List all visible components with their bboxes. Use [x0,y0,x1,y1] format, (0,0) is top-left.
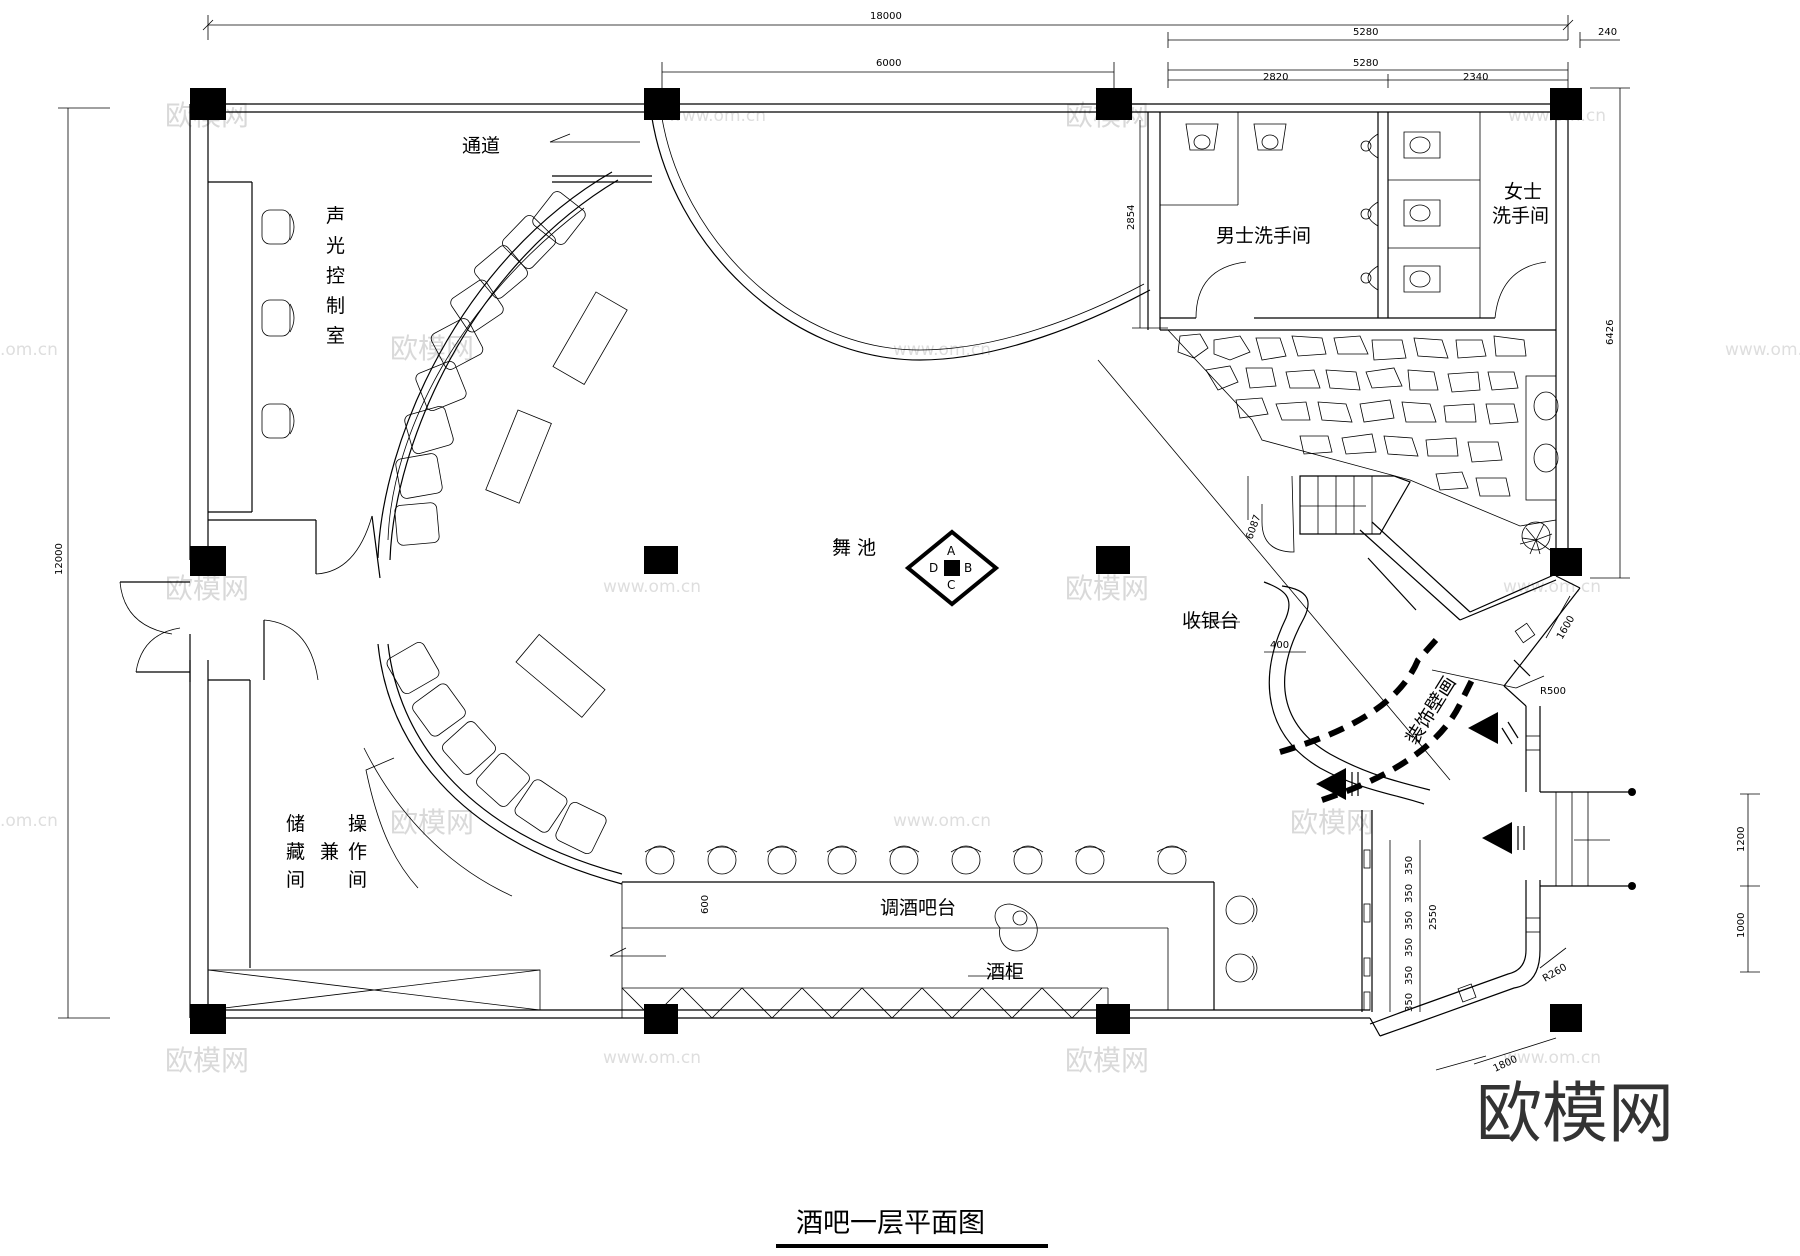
curved-seating-upper [377,171,628,561]
label-dance-floor: 舞 池 [832,537,876,559]
compass-a: A [947,544,956,558]
brand-logo: 欧模网 [1476,1075,1674,1152]
dance-arc-inner [661,117,1145,351]
watermark-url: www.om.cn [893,340,991,360]
label-wine-cabinet: 酒柜 [986,961,1024,983]
label-bar-counter: 调酒吧台 [880,897,956,919]
label-storage: 储 [286,813,305,835]
columns [190,88,1582,1034]
watermark-url: www.om.cn [668,106,766,126]
entrance-area [1190,521,1636,1071]
dim-womens-width: 2340 [1463,72,1488,83]
dimension-lines [58,15,1760,1019]
dim-right-block-2: 5280 [1353,58,1378,69]
dim-wc-height: 2854 [1126,205,1137,230]
watermarks: 欧模网 欧模网 欧模网 欧模网 欧模网 欧模网 欧模网 欧模网 欧模网 www.… [0,99,1800,1077]
bar-stools [644,845,1258,983]
dim-total-width: 18000 [870,11,902,22]
dim-middle-span: 6000 [876,58,901,69]
dim-entry: 1600 [1555,614,1577,642]
wash-basins [1525,375,1559,501]
dim-radius-500: R500 [1540,686,1566,697]
watermark: 欧模网 [165,572,249,605]
watermark: 欧模网 [390,332,474,365]
watermark-url: .om.cn [0,811,58,831]
label-control-room: 控 [326,265,345,287]
control-room-chairs [261,209,295,439]
label-storage: 间 [286,869,305,891]
dim-seg: 350 [1404,993,1415,1012]
room-labels: 通道 声 光 控 制 室 男士洗手间 女士 洗手间 舞 池 收银台 装饰壁画 储… [286,135,1549,983]
dim-diagonal: 6087 [1244,513,1263,541]
dim-seg: 350 [1404,884,1415,903]
label-cashier: 收银台 [1182,610,1239,632]
dim-cashier: 400 [1270,640,1289,651]
dim-right-edge: 240 [1598,27,1617,38]
compass-b: B [964,561,972,575]
label-combo: 兼 [320,841,339,863]
control-room-door [315,515,373,575]
watermark: 欧模网 [390,806,474,839]
corridor-arrow [549,133,571,143]
compass-d: D [929,561,938,575]
dim-seg: 350 [1404,938,1415,957]
label-womens-room: 洗手间 [1492,205,1549,227]
dance-arc [651,117,1151,361]
watermark-url: .om.cn [0,340,58,360]
dim-stair-1200: 1200 [1736,827,1747,852]
dim-radius-260: R260 [1541,962,1569,985]
watermark-url: www.om.cn [1503,577,1601,597]
label-deco-wall: 装饰壁画 [1402,673,1461,749]
toilets-womens [1403,131,1441,293]
watermark: 欧模网 [165,1044,249,1077]
label-operation: 间 [348,869,367,891]
dim-right-block: 5280 [1353,27,1378,38]
label-womens-room: 女士 [1504,181,1542,203]
stairs-upper [1247,475,1411,553]
bar-counter [609,881,1215,1019]
curved-seating-lower [363,633,623,897]
urinals-mens [1185,123,1287,151]
storage-shelf [207,757,541,1011]
dim-bar-depth: 600 [700,895,711,914]
watermark: 欧模网 [1065,572,1149,605]
dim-seg: 350 [1404,966,1415,985]
label-mens-room: 男士洗手间 [1216,225,1311,247]
watermark-url: www.om.cn [603,1048,701,1068]
walls [189,103,1569,1019]
label-control-room: 制 [326,295,345,317]
entrance-door-left [119,581,191,682]
plan-title: 酒吧一层平面图 [796,1208,985,1239]
stone-paving [1167,329,1557,555]
sinks-mens [1360,133,1379,291]
label-control-room: 光 [326,235,345,257]
label-operation: 作 [348,841,367,863]
watermark-url: www.om.cn [1725,340,1800,360]
watermark-url: www.om.cn [603,577,701,597]
compass-marker [904,529,1000,607]
label-control-room: 声 [326,205,345,227]
label-control-room: 室 [326,325,345,347]
watermark: 欧模网 [1290,806,1374,839]
dim-seg-total: 2550 [1428,905,1439,930]
dim-total-height: 12000 [54,543,65,575]
label-corridor: 通道 [462,135,500,157]
watermark-url: www.om.cn [893,811,991,831]
label-storage: 藏 [286,841,305,863]
dim-stair-1000: 1000 [1736,913,1747,938]
dim-right-height: 6426 [1605,320,1616,345]
door-leaf [371,515,381,579]
storage-door [263,619,319,681]
dim-seg: 350 [1404,856,1415,875]
dim-mens-width: 2820 [1263,72,1288,83]
compass-c: C [947,578,955,592]
label-operation: 操 [348,813,367,835]
watermark-url: www.om.cn [1503,1048,1601,1068]
watermark: 欧模网 [1065,1044,1149,1077]
dim-seg: 350 [1404,911,1415,930]
